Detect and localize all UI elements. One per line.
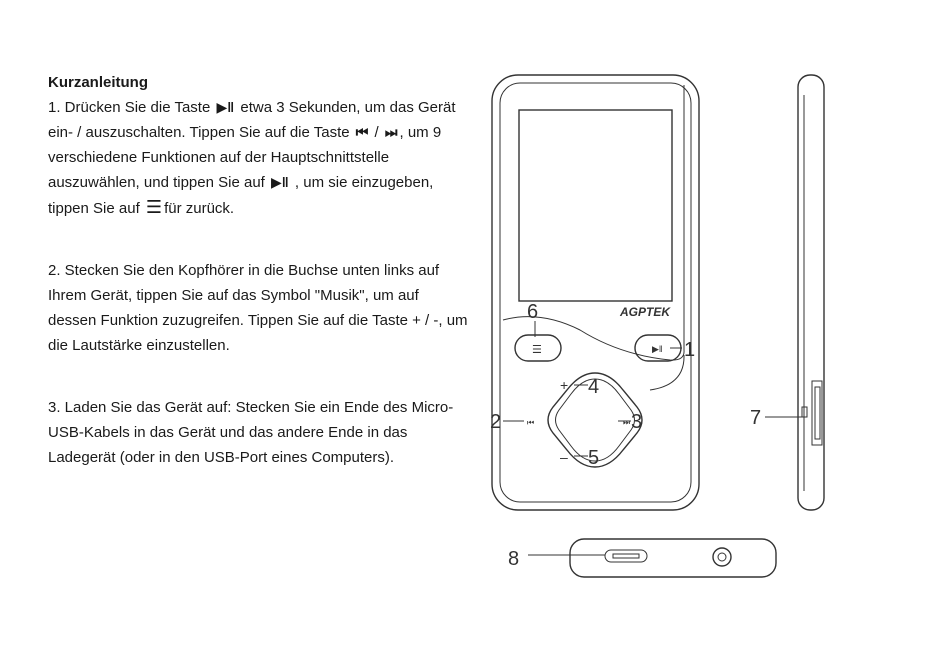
play-pause-icon: ▶‖ xyxy=(271,174,289,190)
headphone-jack xyxy=(712,547,732,567)
step-3: 3. Laden Sie das Gerät auf: Stecken Sie … xyxy=(48,399,454,466)
menu-icon: ☰ xyxy=(145,197,163,217)
next-icon: ⏭ xyxy=(384,124,398,140)
callout-3: 3 xyxy=(631,411,642,433)
navigation-pad xyxy=(547,372,643,468)
volume-plus-label: + xyxy=(560,377,568,393)
callout-2: 2 xyxy=(490,411,501,433)
next-icon: ⏭ xyxy=(623,418,630,427)
callout-4: 4 xyxy=(588,376,599,398)
sd-card-slot xyxy=(811,380,823,446)
micro-usb-port xyxy=(604,549,648,563)
device-screen xyxy=(518,109,673,302)
callout-5: 5 xyxy=(588,447,599,469)
callout-1: 1 xyxy=(684,339,695,361)
heading: Kurzanleitung xyxy=(48,74,148,91)
play-pause-icon: ▶‖ xyxy=(216,99,235,115)
device-front-bezel xyxy=(499,82,692,503)
volume-minus-label: – xyxy=(560,449,568,465)
previous-icon: ⏮ xyxy=(355,124,369,140)
menu-icon: ☰ xyxy=(532,344,542,356)
instruction-text: Kurzanleitung 1. Drücken Sie die Taste ▶… xyxy=(48,70,468,507)
callout-7: 7 xyxy=(750,407,761,429)
device-bottom-outline xyxy=(569,538,777,578)
device-diagram: AGPTEK ☰ ▶‖ ⏮ ⏭ + – 6 1 4 5 2 3 7 8 xyxy=(490,74,825,578)
step-2: 2. Stecken Sie den Kopfhörer in die Buch… xyxy=(48,262,468,354)
device-side-outline xyxy=(797,74,825,511)
callout-6: 6 xyxy=(527,301,538,323)
menu-button xyxy=(514,334,562,362)
device-front-outline xyxy=(491,74,700,511)
brand-logo: AGPTEK xyxy=(619,305,671,319)
previous-icon: ⏮ xyxy=(527,418,534,427)
play-pause-icon: ▶‖ xyxy=(652,344,663,354)
callout-8: 8 xyxy=(508,548,519,570)
bezel-curve xyxy=(502,85,685,361)
step-1: 1. Drücken Sie die Taste ▶‖ etwa 3 Sekun… xyxy=(48,99,456,217)
